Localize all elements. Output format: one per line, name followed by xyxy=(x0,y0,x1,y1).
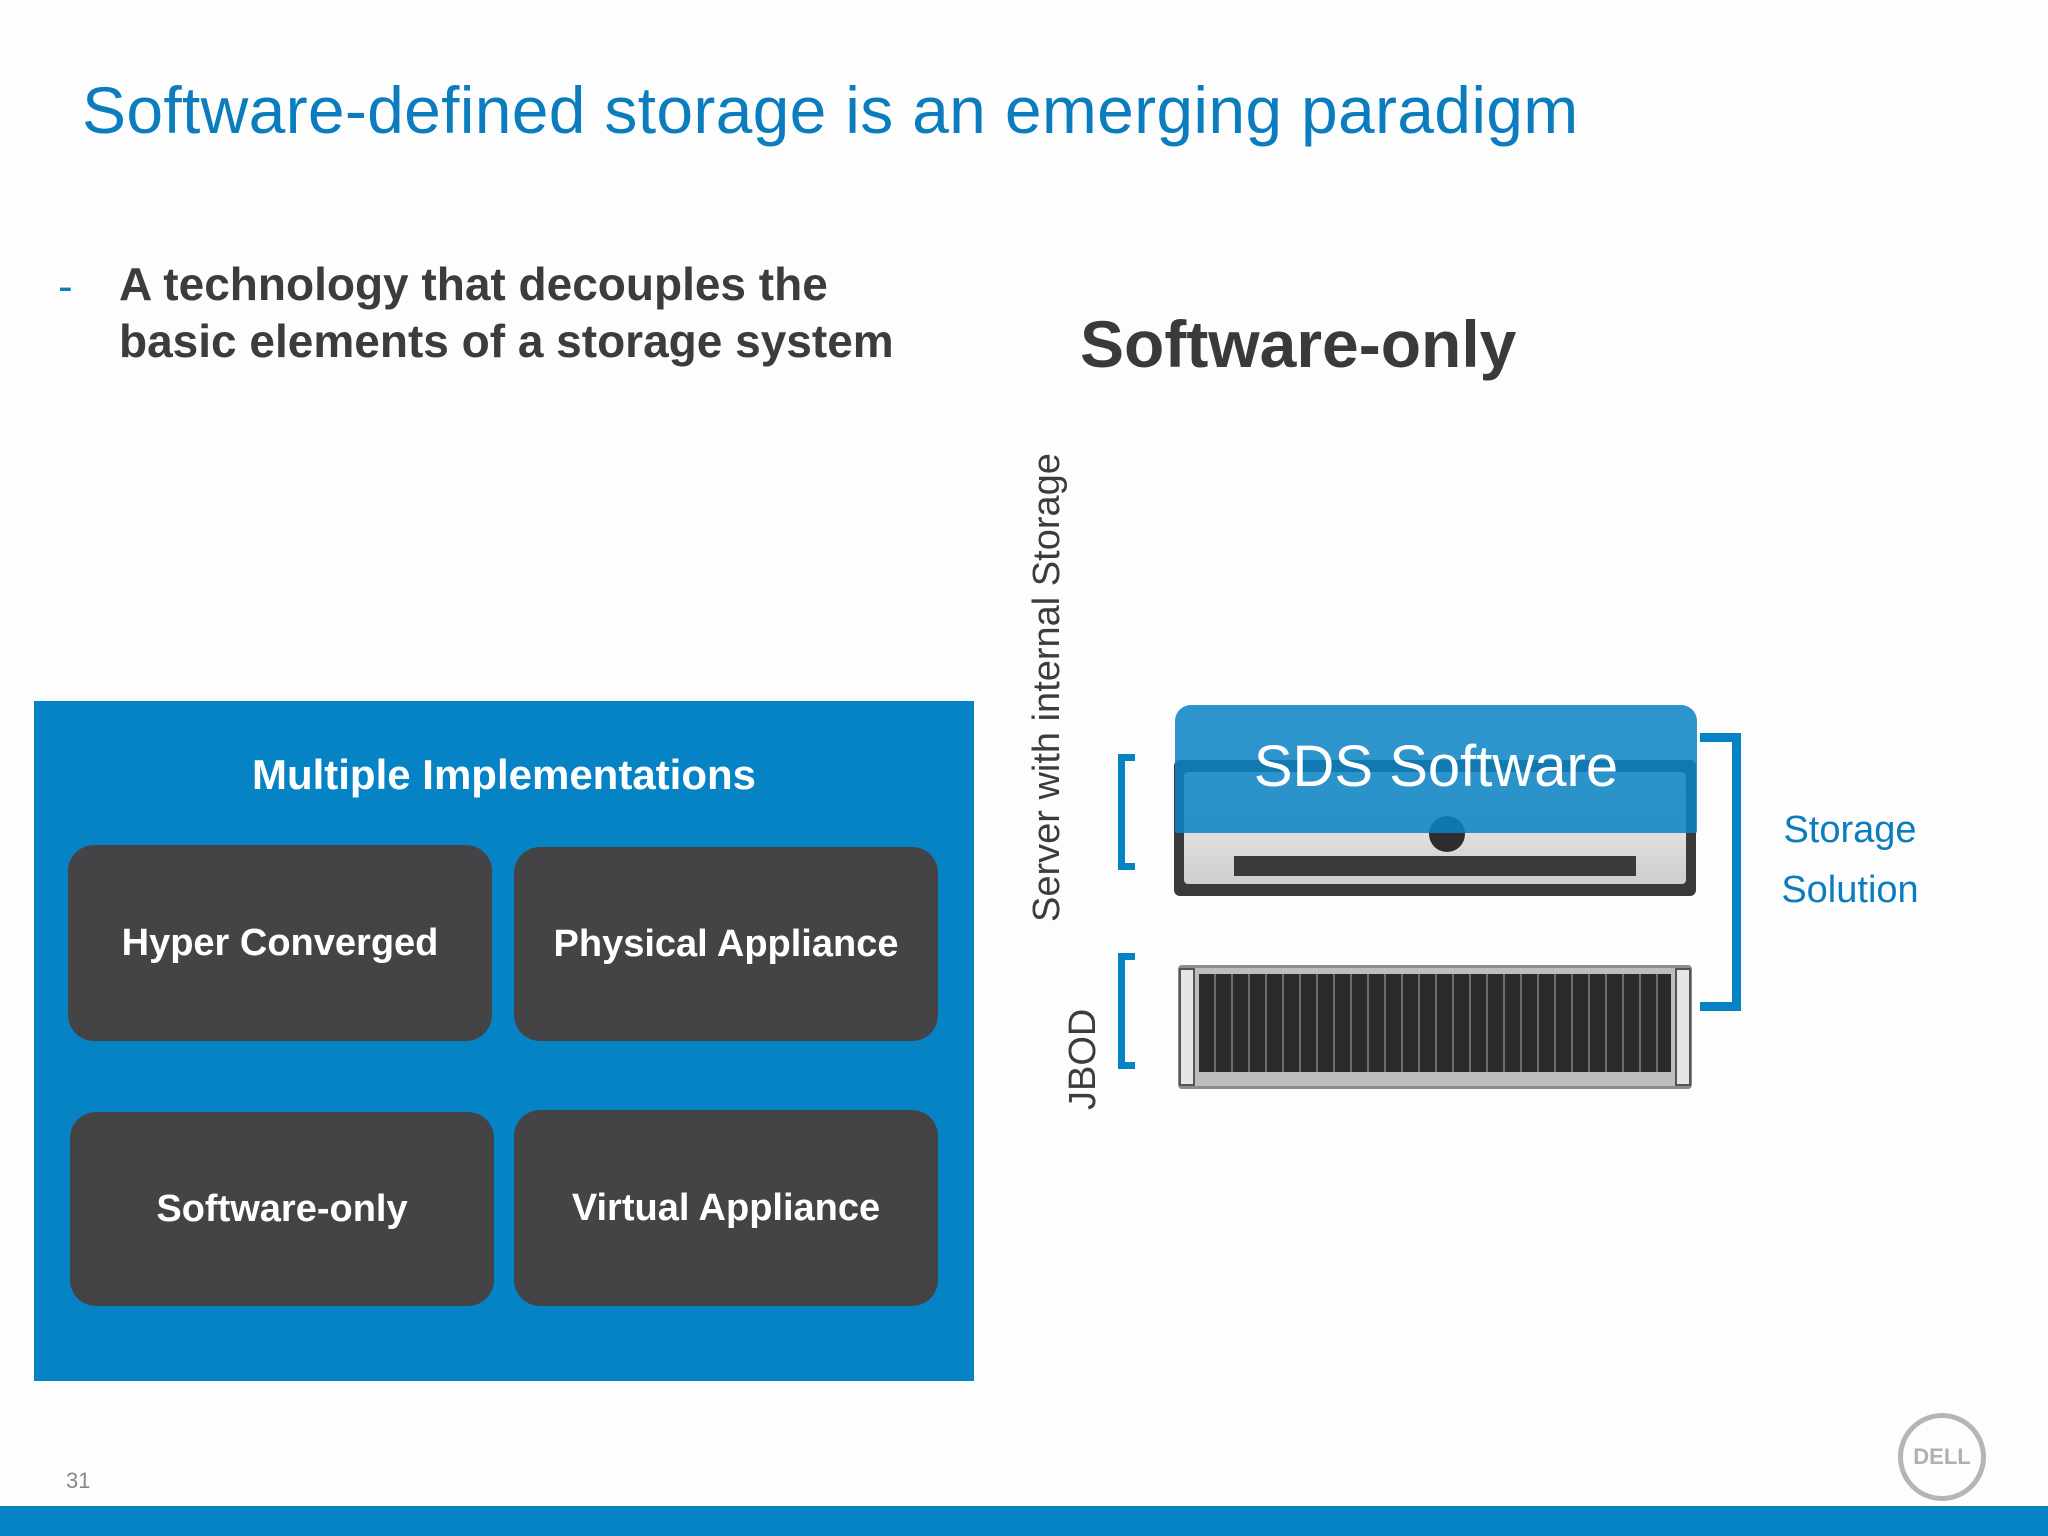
sds-software-overlay: SDS Software xyxy=(1175,705,1697,833)
jbod-right-ear xyxy=(1675,968,1691,1086)
bullet-marker: - xyxy=(58,262,73,311)
storage-solution-label: Storage Solution xyxy=(1760,800,1940,920)
implementations-title: Multiple Implementations xyxy=(251,751,757,798)
storage-solution-line2: Solution xyxy=(1781,869,1919,911)
dell-logo: DELL xyxy=(1898,1413,1986,1501)
footer-bar xyxy=(0,1506,2048,1536)
server-with-internal-storage-label: Server with internal Storage xyxy=(1026,453,1068,922)
implementation-box-hyper-converged: Hyper Converged xyxy=(68,845,492,1041)
page-number: 31 xyxy=(66,1468,91,1493)
slide-title: Software-defined storage is an emerging … xyxy=(82,73,1579,147)
implementation-box-physical-appliance: Physical Appliance xyxy=(514,847,938,1041)
storage-solution-bracket xyxy=(1700,733,1741,1011)
implementations-panel: Multiple Implementations Hyper Converged… xyxy=(34,701,974,1381)
implementation-box-virtual-appliance: Virtual Appliance xyxy=(514,1110,938,1306)
jbod-drive-bays xyxy=(1199,974,1671,1072)
implementation-box-software-only: Software-only xyxy=(70,1112,494,1306)
jbod-enclosure-image xyxy=(1178,965,1692,1089)
bullet-text: A technology that decouples the basic el… xyxy=(119,258,894,367)
jbod-label: JBOD xyxy=(1062,1008,1104,1110)
jbod-left-ear xyxy=(1179,968,1195,1086)
server-drive-strip xyxy=(1234,856,1636,876)
section-subheading: Software-only xyxy=(1080,307,1517,381)
storage-solution-line1: Storage xyxy=(1783,809,1917,851)
server-bracket xyxy=(1118,754,1135,870)
jbod-bracket xyxy=(1118,953,1135,1069)
